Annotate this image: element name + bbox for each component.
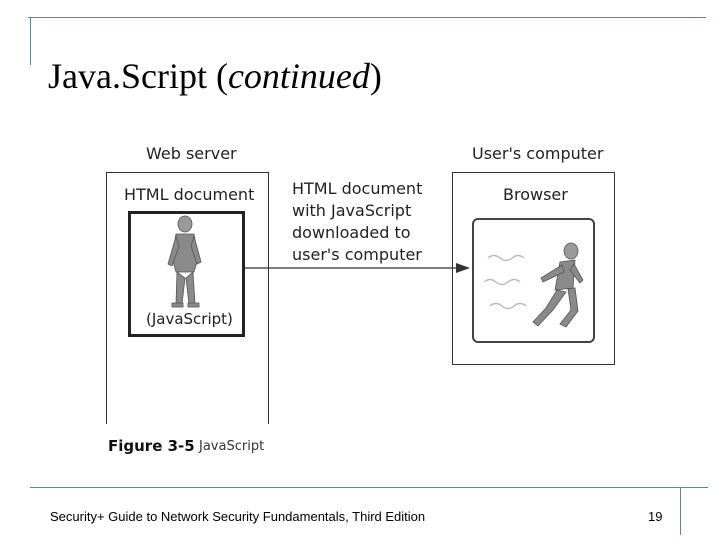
running-person-figure xyxy=(532,242,584,328)
javascript-label: (JavaScript) xyxy=(146,310,233,328)
html-document-label: HTML document xyxy=(124,185,255,204)
arrow-label-line-1: HTML document xyxy=(292,179,423,198)
figure-caption: JavaScript xyxy=(199,439,265,454)
figure-number: Figure 3-5 xyxy=(108,437,195,455)
motion-lines xyxy=(483,254,527,310)
title-close: ) xyxy=(369,56,382,96)
top-rule xyxy=(28,17,706,18)
web-server-label: Web server xyxy=(146,144,237,163)
users-computer-label: User's computer xyxy=(472,144,604,163)
browser-label: Browser xyxy=(503,185,568,204)
title-italic: continued xyxy=(227,56,370,96)
slide-title: Java.Script (continued) xyxy=(48,58,382,94)
arrow-label-line-3: downloaded to xyxy=(292,223,411,242)
arrow-label-line-4: user's computer xyxy=(292,245,422,264)
html-document-box xyxy=(128,211,245,337)
standing-person-figure xyxy=(167,215,202,308)
browser-window-box xyxy=(472,218,595,343)
title-main: Java.Script ( xyxy=(48,56,228,96)
page-number: 19 xyxy=(648,509,663,524)
arrow-label-line-2: with JavaScript xyxy=(292,201,412,220)
web-server-box xyxy=(106,172,269,424)
bottom-rule xyxy=(30,487,708,488)
bottom-right-rule xyxy=(680,487,681,535)
download-arrow xyxy=(245,263,470,273)
footer-text: Security+ Guide to Network Security Fund… xyxy=(50,509,426,524)
left-rule xyxy=(30,17,31,65)
